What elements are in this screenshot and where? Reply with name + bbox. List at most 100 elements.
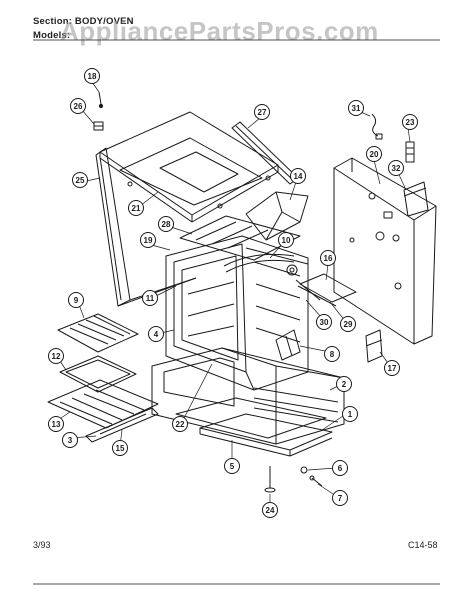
- callout-circle: [158, 216, 174, 232]
- callout-number: 31: [352, 104, 361, 113]
- callout-20: 20: [366, 146, 382, 162]
- callout-circle: [142, 290, 158, 306]
- callout-circle: [48, 416, 64, 432]
- part-rack-slide: [85, 407, 159, 443]
- callout-circle: [62, 432, 78, 448]
- callout-5: 5: [224, 458, 240, 474]
- callout-number: 25: [76, 176, 85, 185]
- callout-number: 28: [162, 220, 171, 229]
- callout-number: 17: [388, 364, 397, 373]
- callout-8: 8: [324, 346, 340, 362]
- callout-number: 23: [406, 118, 415, 127]
- callout-circle: [340, 316, 356, 332]
- part-wire-harness: [371, 113, 383, 140]
- callout-number: 7: [338, 494, 343, 503]
- callout-31: 31: [348, 100, 364, 116]
- callout-32: 32: [388, 160, 404, 176]
- callout-17: 17: [384, 360, 400, 376]
- callout-circle: [332, 460, 348, 476]
- part-burner-bracket: [275, 329, 301, 361]
- callout-circle: [84, 68, 100, 84]
- callout-circle: [148, 326, 164, 342]
- callout-circle: [70, 98, 86, 114]
- part-duct: [245, 191, 309, 241]
- callout-circle: [342, 406, 358, 422]
- callout-number: 27: [258, 108, 267, 117]
- callout-number: 10: [282, 236, 291, 245]
- callout-14: 14: [290, 168, 306, 184]
- callout-26: 26: [70, 98, 86, 114]
- part-broil-pan: [59, 355, 137, 393]
- callout-circle: [324, 346, 340, 362]
- callout-number: 12: [52, 352, 61, 361]
- callout-number: 2: [342, 380, 347, 389]
- part-lower-body: [151, 347, 345, 445]
- callout-circle: [316, 314, 332, 330]
- callout-number: 4: [154, 330, 159, 339]
- footer-date: 3/93: [33, 540, 51, 550]
- part-side-bracket: [365, 329, 383, 363]
- callout-circle: [278, 232, 294, 248]
- callout-number: 1: [348, 410, 353, 419]
- models-label: Models:: [33, 30, 71, 41]
- callout-25: 25: [72, 172, 88, 188]
- callout-2: 2: [336, 376, 352, 392]
- callout-circle: [112, 440, 128, 456]
- callout-number: 6: [338, 464, 343, 473]
- part-leveler-nut: [300, 466, 308, 474]
- callout-circle: [140, 232, 156, 248]
- callout-circle: [388, 160, 404, 176]
- callout-circle: [320, 250, 336, 266]
- callout-24: 24: [262, 502, 278, 518]
- callout-number: 24: [266, 506, 275, 515]
- callout-number: 32: [392, 164, 401, 173]
- part-screw: [98, 91, 104, 109]
- callout-circle: [48, 348, 64, 364]
- part-leveling-leg: [264, 466, 276, 493]
- part-heat-shield: [179, 215, 301, 261]
- callout-6: 6: [332, 460, 348, 476]
- callout-23: 23: [402, 114, 418, 130]
- callout-circle: [224, 458, 240, 474]
- callout-28: 28: [158, 216, 174, 232]
- callout-number: 11: [146, 294, 155, 303]
- callout-15: 15: [112, 440, 128, 456]
- footer-page-code: C14-58: [408, 540, 438, 550]
- callout-number: 3: [68, 436, 73, 445]
- callout-30: 30: [316, 314, 332, 330]
- callout-number: 15: [116, 444, 125, 453]
- part-igniter: [286, 264, 337, 307]
- models-heading: Models:: [33, 30, 70, 41]
- callout-21: 21: [128, 200, 144, 216]
- callout-circle: [332, 490, 348, 506]
- part-burner-tube: [223, 253, 295, 273]
- callout-circle: [72, 172, 88, 188]
- part-back-panel: [333, 157, 437, 345]
- callout-number: 13: [52, 420, 61, 429]
- callout-circle: [366, 146, 382, 162]
- callout-number: 30: [320, 318, 329, 327]
- callout-number: 18: [88, 72, 97, 81]
- callout-number: 9: [74, 296, 79, 305]
- callout-circle: [254, 104, 270, 120]
- part-broil-pan-grid: [57, 313, 139, 353]
- callout-4: 4: [148, 326, 164, 342]
- section-label: Section:: [33, 16, 73, 27]
- callout-number: 21: [132, 204, 141, 213]
- callout-circle: [290, 168, 306, 184]
- part-oven-rack: [47, 379, 159, 429]
- part-bottom-plate: [299, 273, 357, 303]
- callout-9: 9: [68, 292, 84, 308]
- callout-13: 13: [48, 416, 64, 432]
- callout-number: 22: [176, 420, 185, 429]
- callout-3: 3: [62, 432, 78, 448]
- callout-circle: [336, 376, 352, 392]
- section-heading: Section: BODY/OVEN: [33, 16, 134, 27]
- callout-16: 16: [320, 250, 336, 266]
- callout-1: 1: [342, 406, 358, 422]
- callout-7: 7: [332, 490, 348, 506]
- callout-number: 19: [144, 236, 153, 245]
- callout-11: 11: [142, 290, 158, 306]
- part-clip: [93, 121, 104, 131]
